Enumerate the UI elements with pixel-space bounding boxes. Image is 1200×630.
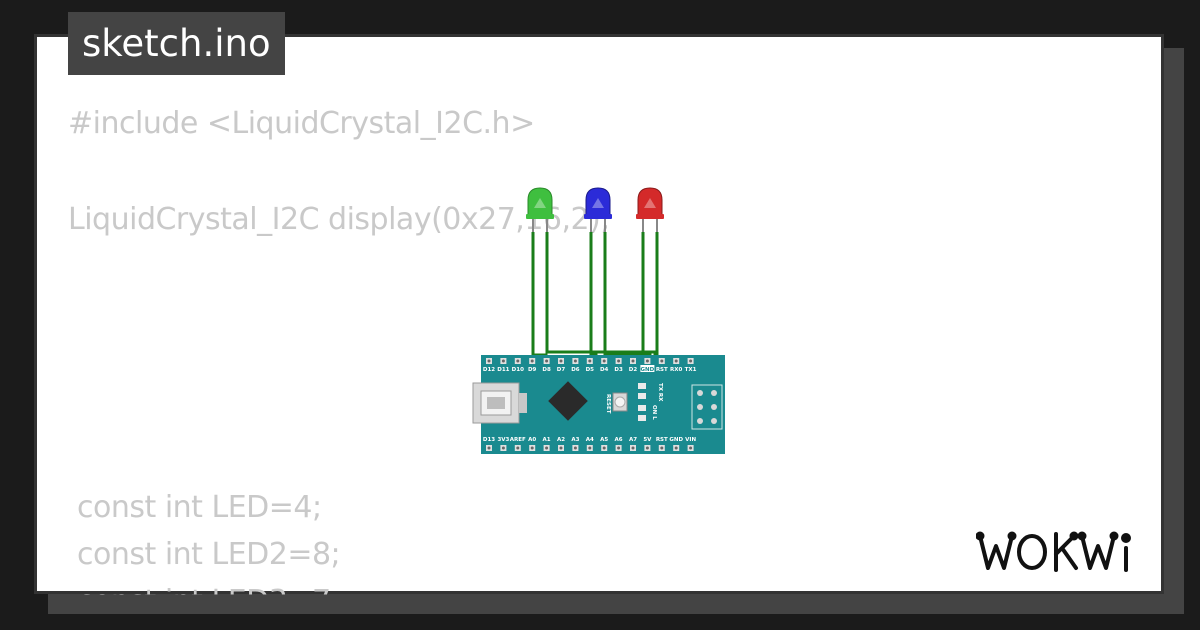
file-tab[interactable]: sketch.ino: [68, 12, 285, 75]
bottom-pin-hole: [530, 446, 534, 450]
reset-label: RESET: [605, 394, 611, 414]
top-pin-label: RST: [656, 367, 668, 373]
bottom-pin-hole: [689, 446, 693, 450]
bottom-pin-label: A6: [615, 437, 623, 443]
board-led-rx: [638, 393, 646, 399]
top-pin-label: D12: [483, 367, 495, 373]
board-led-on: [638, 405, 646, 411]
icsp-header: [691, 384, 723, 430]
bottom-pin-label: A2: [557, 437, 565, 443]
wire-red-cathode: [628, 232, 645, 360]
top-pin-hole: [617, 359, 621, 363]
top-pin-label: RX0: [670, 367, 682, 373]
bottom-pin-hole: [545, 446, 549, 450]
bottom-pin-label: A7: [629, 437, 637, 443]
top-pin-hole: [674, 359, 678, 363]
bottom-pin-hole: [602, 446, 606, 450]
wires: [531, 232, 662, 360]
code-card: [34, 34, 1164, 594]
top-pin-label: TX1: [685, 367, 697, 373]
top-pin-hole: [645, 359, 649, 363]
bottom-pin-label: A4: [586, 437, 594, 443]
top-pin-hole: [660, 359, 664, 363]
bottom-pin-label: A5: [600, 437, 608, 443]
wire-green-cathode: [531, 232, 548, 360]
blue-led[interactable]: [584, 187, 612, 232]
top-pin-label: D7: [557, 367, 566, 373]
bottom-pin-label: A1: [543, 437, 551, 443]
bottom-pin-label: A0: [528, 437, 536, 443]
code-line-include: #include <LiquidCrystal_I2C.h>: [68, 106, 535, 141]
code-line-display: LiquidCrystal_I2C display(0x27,16,2);: [68, 202, 610, 237]
top-pin-hole: [487, 359, 491, 363]
reset-button[interactable]: [612, 392, 628, 412]
top-pin-hole: [530, 359, 534, 363]
top-pin-hole: [631, 359, 635, 363]
wire-blue-cathode: [589, 232, 598, 360]
bottom-pin-label: VIN: [685, 437, 696, 443]
top-pin-hole: [573, 359, 577, 363]
board-led-tx: [638, 383, 646, 389]
top-pin-label: D11: [497, 367, 509, 373]
top-pin-label: D5: [586, 367, 595, 373]
bottom-pin-label: AREF: [510, 437, 526, 443]
bottom-pin-label: RST: [656, 437, 668, 443]
top-pin-hole: [545, 359, 549, 363]
top-pin-hole: [588, 359, 592, 363]
usb-connector: [472, 382, 527, 424]
wire-green-anode: [545, 232, 657, 360]
top-pin-label: D10: [512, 367, 524, 373]
board-led-l: [638, 415, 646, 421]
bottom-pin-label: GND: [669, 437, 683, 443]
top-pin-label: D2: [629, 367, 638, 373]
wire-red-anode: [655, 232, 662, 360]
top-pin-label: GND: [641, 367, 655, 373]
code-line-led: const int LED=4;: [68, 490, 322, 525]
bottom-pin-hole: [588, 446, 592, 450]
on-l-label: ON L: [651, 405, 657, 420]
bottom-pin-hole: [573, 446, 577, 450]
mcu-chip: [548, 381, 588, 421]
bottom-pin-label: D13: [483, 437, 495, 443]
top-pin-label: D3: [614, 367, 623, 373]
red-led[interactable]: [636, 187, 664, 232]
top-pin-label: D4: [600, 367, 609, 373]
code-line-led3: const int LED3=7;: [68, 584, 340, 595]
top-pin-hole: [689, 359, 693, 363]
bottom-pin-hole: [674, 446, 678, 450]
wokwi-logo: [976, 531, 1131, 572]
bottom-pin-hole: [631, 446, 635, 450]
tx-rx-label: TX RX: [657, 383, 663, 402]
bottom-pin-hole: [617, 446, 621, 450]
bottom-pin-hole: [645, 446, 649, 450]
green-led[interactable]: [526, 187, 554, 232]
top-pin-hole: [602, 359, 606, 363]
bottom-pin-hole: [487, 446, 491, 450]
bottom-pin-label: 5V: [643, 437, 652, 443]
top-pin-hole: [501, 359, 505, 363]
top-pin-hole: [559, 359, 563, 363]
bottom-pin-hole: [516, 446, 520, 450]
bottom-pin-label: 3V3: [497, 437, 509, 443]
bottom-pin-hole: [660, 446, 664, 450]
top-pin-label: D8: [542, 367, 551, 373]
bottom-pin-label: A3: [571, 437, 579, 443]
code-line-led2: const int LED2=8;: [68, 537, 341, 572]
gnd-label-highlight: [640, 365, 655, 372]
top-pin-label: D6: [571, 367, 580, 373]
bottom-pin-hole: [559, 446, 563, 450]
bottom-pin-hole: [501, 446, 505, 450]
top-pin-label: D9: [528, 367, 537, 373]
top-pin-hole: [516, 359, 520, 363]
